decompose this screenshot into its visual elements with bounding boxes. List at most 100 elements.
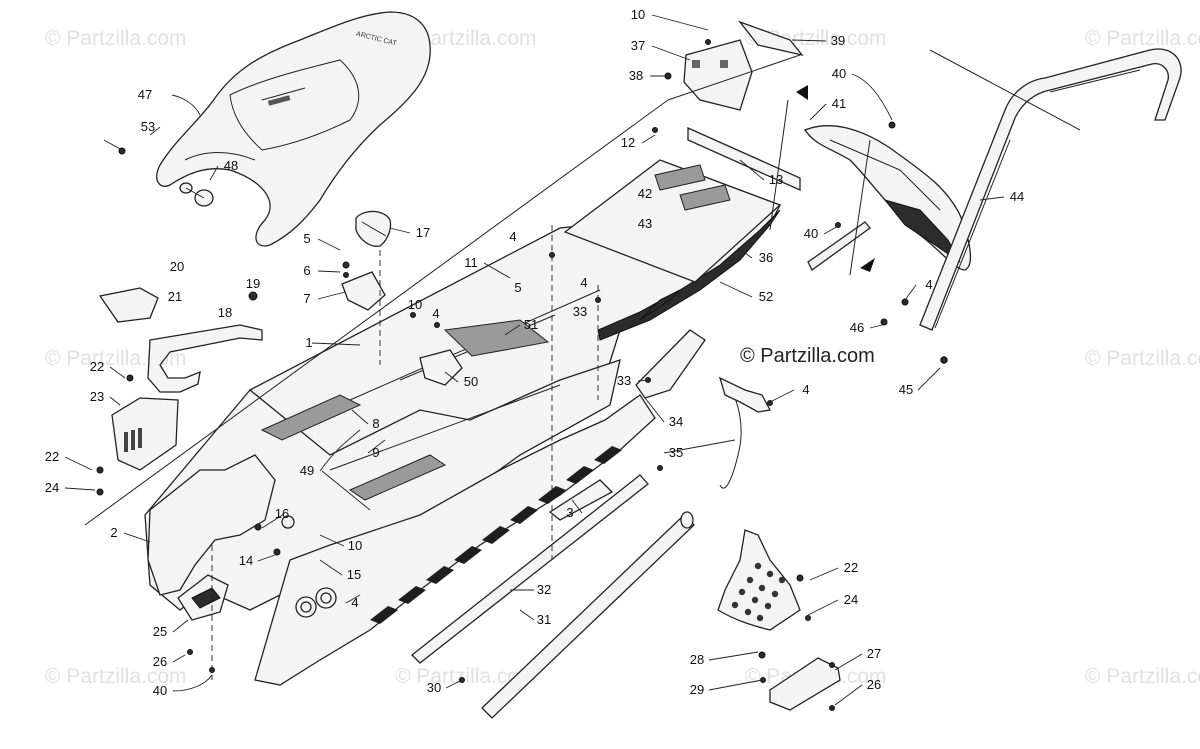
callout-number: 6 xyxy=(303,263,310,278)
callout-number: 20 xyxy=(170,259,184,274)
mesh-pad-part xyxy=(443,319,550,357)
deck-panel-part xyxy=(563,159,782,283)
bumper-block-part xyxy=(177,574,229,621)
chain-part xyxy=(718,376,771,489)
callout-number: 40 xyxy=(832,66,846,81)
small-bracket-part xyxy=(548,479,614,521)
traction-cutout xyxy=(398,586,426,604)
cap-part xyxy=(98,287,159,323)
callout-number: 2 xyxy=(110,525,117,540)
callout-number: 19 xyxy=(246,276,260,291)
callout-number: 4 xyxy=(580,275,587,290)
callout-number: 40 xyxy=(804,226,818,241)
callout-number: 26 xyxy=(153,654,167,669)
snowflap-part xyxy=(804,125,972,271)
callout-number: 9 xyxy=(372,445,379,460)
callout-number: 30 xyxy=(427,680,441,695)
callout-number: 10 xyxy=(348,538,362,553)
callout-number: 4 xyxy=(351,595,358,610)
watermark-text: © Partzilla.com xyxy=(45,27,187,50)
callout-number: 43 xyxy=(638,216,652,231)
traction-cutout xyxy=(594,446,622,464)
traction-cutout xyxy=(566,466,594,484)
callout-number: 49 xyxy=(300,463,314,478)
watermark-text: © Partzilla.com xyxy=(395,665,537,688)
step-plate-hole xyxy=(751,596,759,604)
callout-number: 5 xyxy=(514,280,521,295)
callout-number: 45 xyxy=(899,382,913,397)
callout-number: 36 xyxy=(759,250,773,265)
callout-number: 7 xyxy=(303,291,310,306)
step-plate-hole xyxy=(756,614,764,622)
step-plate-hole xyxy=(731,601,739,609)
callout-number: 22 xyxy=(45,449,59,464)
watermark-layer: © Partzilla.com © Partzilla.com © Partzill… xyxy=(45,27,1200,688)
step-plate-hole xyxy=(766,570,774,578)
step-plate-hole xyxy=(744,608,752,616)
callout-number: 23 xyxy=(90,389,104,404)
callout-number: 14 xyxy=(239,553,253,568)
seat-part xyxy=(156,11,431,247)
bracket-part xyxy=(419,349,463,386)
callout-number: 42 xyxy=(638,186,652,201)
bushing-part xyxy=(179,182,214,207)
traction-cutout xyxy=(510,506,538,524)
slide-rail-tube-part xyxy=(481,511,695,719)
callout-number: 1 xyxy=(305,335,312,350)
hardware-fasteners xyxy=(96,39,948,711)
step-plate-hole xyxy=(778,576,786,584)
traction-cutout xyxy=(426,566,454,584)
watermark-text: © Partzilla.com xyxy=(1085,27,1200,50)
callout-number: 22 xyxy=(844,560,858,575)
callout-number: 4 xyxy=(509,229,516,244)
callout-number: 21 xyxy=(168,289,182,304)
callout-number: 51 xyxy=(524,317,538,332)
watermark-text: © Partzilla.com xyxy=(1085,665,1200,688)
guide-lines xyxy=(84,49,1081,680)
callout-labels: 4753481756720211918122232224249891614151… xyxy=(45,7,1024,698)
guard-part xyxy=(635,329,706,399)
step-plate-part xyxy=(717,529,801,631)
step-plate-hole xyxy=(771,590,779,598)
callout-number: 5 xyxy=(303,231,310,246)
callout-number: 38 xyxy=(629,68,643,83)
callout-number: 48 xyxy=(224,158,238,173)
traction-cutout xyxy=(482,526,510,544)
callout-number: 24 xyxy=(844,592,858,607)
step-plate-hole xyxy=(758,584,766,592)
rear-cover-part xyxy=(111,397,179,471)
callout-number: 34 xyxy=(669,414,683,429)
flap-part xyxy=(355,210,392,247)
callout-number: 40 xyxy=(153,683,167,698)
leader-lines xyxy=(64,14,1005,706)
callout-number: 24 xyxy=(45,480,59,495)
step-plate-hole xyxy=(764,602,772,610)
callout-number: 26 xyxy=(867,677,881,692)
callout-number: 44 xyxy=(1010,189,1024,204)
callout-number: 47 xyxy=(138,87,152,102)
long-bar-part xyxy=(411,474,649,664)
brand-label: © Partzilla.com xyxy=(740,345,875,367)
callout-number: 3 xyxy=(566,505,573,520)
callout-number: 18 xyxy=(218,305,232,320)
callout-number: 4 xyxy=(925,277,932,292)
callout-number: 22 xyxy=(90,359,104,374)
traction-cutout xyxy=(370,606,398,624)
callout-number: 25 xyxy=(153,624,167,639)
callout-number: 53 xyxy=(141,119,155,134)
rear-bumper-part xyxy=(919,48,1182,331)
step-plate-hole xyxy=(738,588,746,596)
callout-number: 12 xyxy=(621,135,635,150)
callout-number: 33 xyxy=(573,304,587,319)
callout-number: 28 xyxy=(690,652,704,667)
watermark-text: © Partzilla.com xyxy=(45,665,187,688)
callout-number: 39 xyxy=(831,33,845,48)
callout-number: 4 xyxy=(432,306,439,321)
callout-number: 41 xyxy=(832,96,846,111)
callout-number: 37 xyxy=(631,38,645,53)
running-pad-part xyxy=(769,657,841,711)
step-plate-hole xyxy=(754,562,762,570)
callout-number: 52 xyxy=(759,289,773,304)
